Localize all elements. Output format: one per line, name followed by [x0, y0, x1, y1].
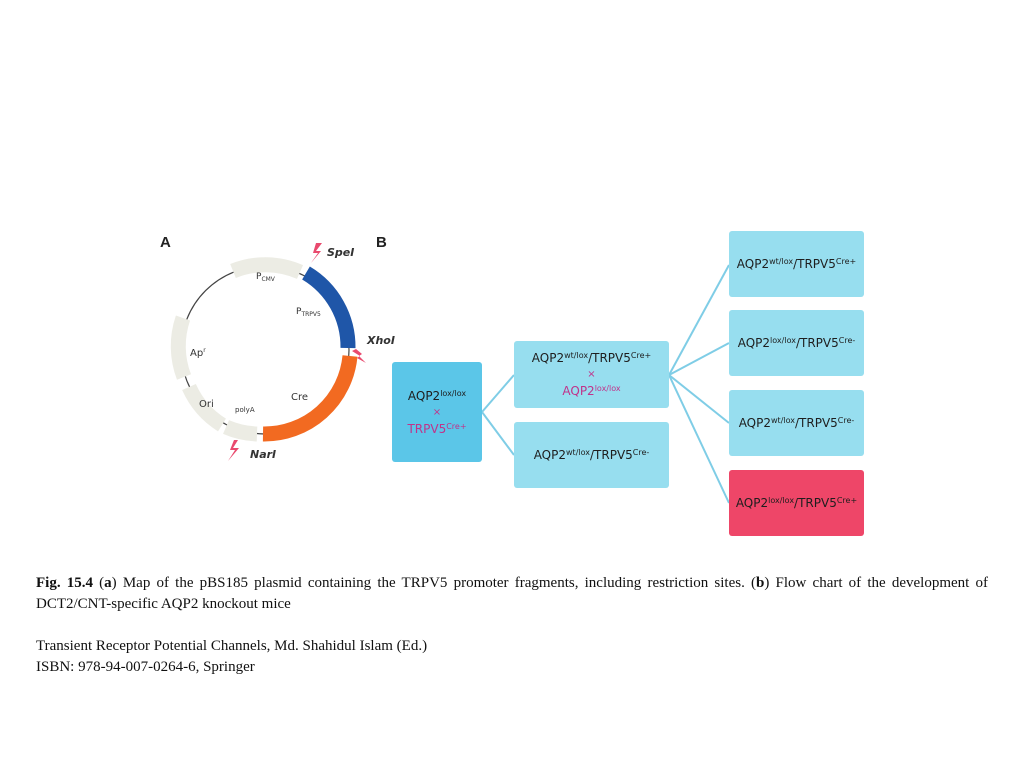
pcmv-segment [230, 257, 304, 279]
pcmv-label: PCMV [256, 272, 276, 283]
outcome-box: AQP2wt/lox/TRPV5Cre- [729, 390, 864, 456]
cross-symbol: × [432, 406, 442, 418]
cre-segment [262, 355, 358, 442]
flow-connectors [481, 264, 730, 504]
ptrpv5-segment [301, 266, 356, 349]
outcome-genotype: AQP2lox/lox/TRPV5Cre+ [735, 496, 858, 510]
cross-symbol: × [587, 369, 596, 380]
nari-bolt-icon [228, 440, 239, 461]
cre-label: Cre [291, 392, 308, 403]
parent-cross-box: AQP2lox/lox × TRPV5Cre+ [392, 362, 482, 462]
ori-label: Ori [199, 399, 214, 410]
outcome-box: AQP2lox/lox/TRPV5Cre- [729, 310, 864, 376]
isbn-line: ISBN: 978-94-007-0264-6, Springer [36, 659, 255, 675]
outcome-genotype: AQP2wt/lox/TRPV5Cre- [738, 416, 855, 430]
ori-segment [182, 383, 227, 432]
figure-caption: Fig. 15.4 (a) Map of the pBS185 plasmid … [36, 573, 988, 678]
ap-label: Apr [190, 347, 206, 359]
ptrpv5-label: PTRPV5 [296, 307, 321, 318]
xhoi-bolt-icon [352, 349, 366, 363]
f1-top-genotype: AQP2wt/lox/TRPV5Cre+ [531, 351, 652, 365]
caption-text: Fig. 15.4 (a) Map of the pBS185 plasmid … [36, 575, 988, 612]
panel-a-label: A [160, 234, 171, 251]
polya-label: polyA [235, 406, 255, 414]
figure-graphics: A B PCMV PTRPV5 Cre Apr Ori polyA SpeI X… [160, 234, 730, 504]
spei-bolt-icon [311, 243, 322, 263]
f1-cross-box: AQP2wt/lox/TRPV5Cre+ × AQP2lox/lox [514, 341, 669, 408]
outcome-box: AQP2wt/lox/TRPV5Cre+ [729, 231, 864, 297]
panel-b-label: B [376, 234, 387, 251]
polya-segment [223, 420, 258, 442]
figure: A B PCMV PTRPV5 Cre Apr Ori polyA SpeI X… [160, 231, 864, 536]
knockout-outcome-box: AQP2lox/lox/TRPV5Cre+ [729, 470, 864, 536]
outcome-genotype: AQP2lox/lox/TRPV5Cre- [737, 336, 856, 350]
parent-bottom-genotype: TRPV5Cre+ [407, 421, 467, 436]
nari-label: NarI [250, 448, 276, 461]
f1-bottom-genotype: AQP2lox/lox [562, 384, 621, 398]
outcome-genotype: AQP2wt/lox/TRPV5Cre+ [736, 257, 857, 271]
xhoi-label: XhoI [366, 334, 395, 347]
apr-segment [170, 315, 192, 380]
spei-label: SpeI [327, 246, 354, 259]
f1-other-box: AQP2wt/lox/TRPV5Cre- [514, 422, 669, 488]
f1-other-genotype: AQP2wt/lox/TRPV5Cre- [533, 448, 650, 462]
book-title: Transient Receptor Potential Channels, M… [36, 638, 428, 654]
parent-top-genotype: AQP2lox/lox [407, 388, 467, 403]
